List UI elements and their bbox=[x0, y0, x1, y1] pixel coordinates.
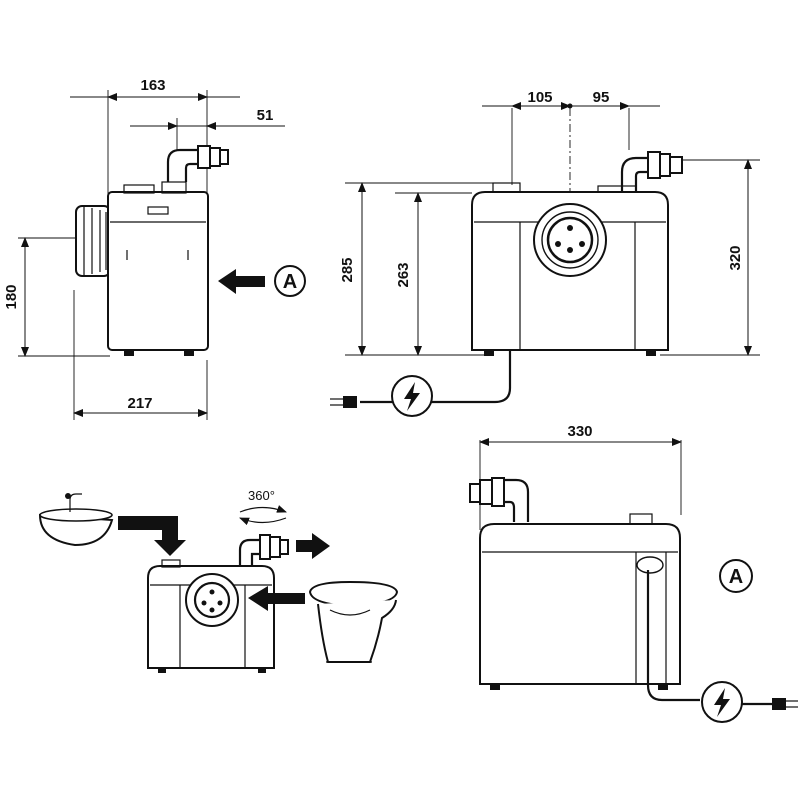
front-view: 105 95 285 263 320 bbox=[330, 89, 760, 417]
dim-95: 95 bbox=[570, 89, 630, 110]
marker-a-rear-label: A bbox=[729, 566, 743, 588]
dim-label-330: 330 bbox=[567, 423, 592, 440]
dim-label-95: 95 bbox=[593, 89, 610, 106]
pump-body-rear bbox=[479, 523, 681, 685]
outflow-arrow-icon bbox=[296, 533, 330, 559]
dim-51: 51 bbox=[130, 107, 285, 130]
dim-105: 105 bbox=[511, 89, 571, 110]
marker-a-circle bbox=[274, 265, 306, 297]
inlet-arrow-icon bbox=[218, 269, 265, 294]
dim-320: 320 bbox=[727, 159, 752, 356]
sink-flow-arrow-icon bbox=[118, 516, 186, 556]
dim-label-285: 285 bbox=[339, 257, 356, 282]
rotation-label: 360° bbox=[248, 488, 275, 503]
dim-label-217: 217 bbox=[127, 395, 152, 412]
installation-view: 360° bbox=[38, 488, 399, 673]
dim-label-51: 51 bbox=[257, 107, 274, 124]
dim-label-320: 320 bbox=[727, 245, 744, 270]
side-view: 163 51 180 217 bbox=[3, 77, 306, 420]
dim-285: 285 bbox=[339, 182, 366, 356]
outlet-elbow-rear bbox=[469, 477, 530, 522]
toilet-illustration bbox=[308, 580, 399, 663]
outlet-elbow-install bbox=[238, 534, 289, 566]
toilet-inflow-arrow-icon bbox=[248, 586, 305, 611]
dim-217: 217 bbox=[73, 395, 208, 417]
front-inlet bbox=[533, 203, 607, 277]
pump-body-side bbox=[107, 191, 209, 351]
marker-a-label: A bbox=[283, 271, 297, 293]
plug-rear bbox=[772, 698, 786, 710]
sink-illustration bbox=[38, 493, 114, 547]
rear-view: 330 A bbox=[469, 423, 798, 723]
dim-label-263: 263 bbox=[395, 262, 412, 287]
dim-label-180: 180 bbox=[3, 284, 20, 309]
dim-330: 330 bbox=[479, 423, 682, 446]
power-cable-front bbox=[360, 350, 512, 404]
dim-label-163: 163 bbox=[140, 77, 165, 94]
dim-label-105: 105 bbox=[527, 89, 552, 106]
inlet-sleeve bbox=[75, 205, 111, 277]
outlet-elbow-front bbox=[620, 151, 683, 192]
plug-front bbox=[343, 396, 357, 408]
outlet-elbow-side bbox=[166, 145, 229, 182]
dim-263: 263 bbox=[395, 192, 422, 356]
dim-163: 163 bbox=[70, 77, 240, 101]
dim-180: 180 bbox=[3, 237, 29, 357]
marker-a-rear-circle bbox=[719, 559, 753, 593]
